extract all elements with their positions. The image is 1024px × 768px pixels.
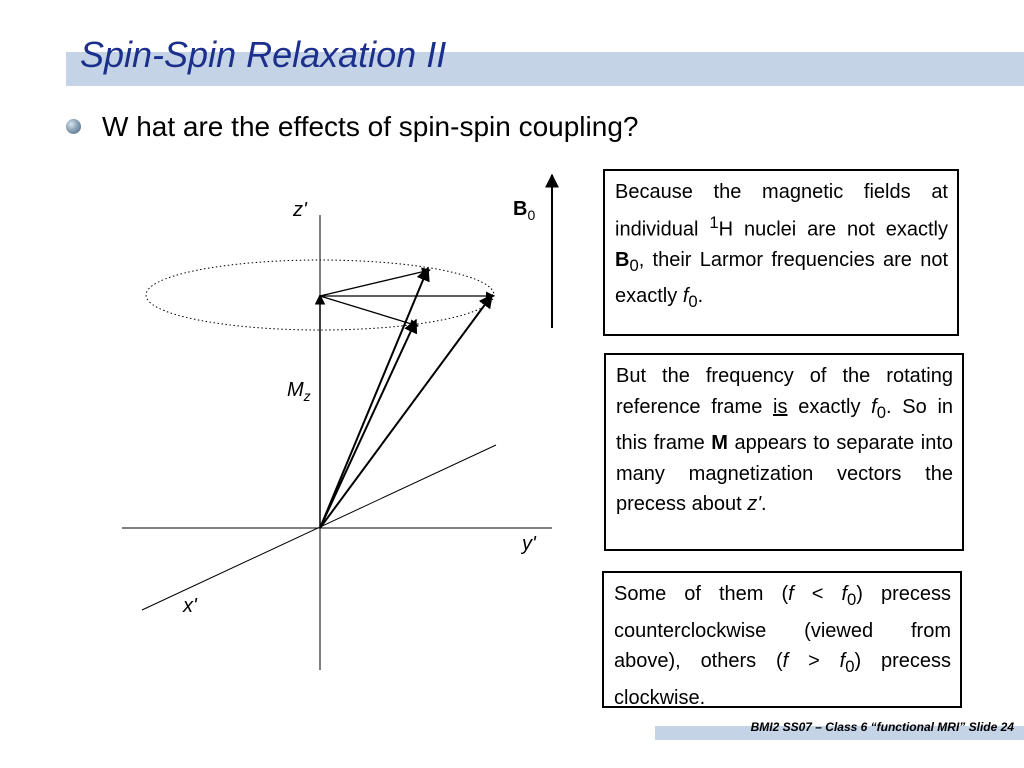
info-box-larmor: Because the magnetic fields at individua… bbox=[603, 169, 959, 336]
magnetization-vector bbox=[319, 266, 430, 529]
x-axis bbox=[141, 444, 497, 611]
slide-title: Spin-Spin Relaxation II bbox=[80, 34, 447, 75]
slide-footer: BMI2 SS07 – Class 6 “functional MRI” Sli… bbox=[750, 720, 1014, 734]
title-bar bbox=[66, 52, 1024, 86]
magnetization-vector bbox=[319, 293, 493, 529]
magnetization-vector bbox=[319, 318, 418, 529]
transverse-vector bbox=[319, 295, 419, 328]
mz-label: Mz bbox=[287, 379, 311, 404]
info-box-rotating-frame: But the frequency of the rotating refere… bbox=[604, 353, 964, 551]
transverse-vector bbox=[319, 267, 431, 297]
info-box-precession-direction: Some of them (f < f0) precess counterclo… bbox=[602, 571, 962, 709]
z-axis-label: z' bbox=[292, 199, 308, 221]
x-axis-label: x' bbox=[182, 595, 198, 617]
bullet-icon bbox=[66, 119, 81, 134]
y-axis-label: y' bbox=[520, 533, 537, 555]
footer-bar bbox=[655, 726, 1024, 740]
bullet-text: W hat are the effects of spin-spin coupl… bbox=[102, 111, 639, 142]
b0-label: B0 bbox=[513, 198, 535, 223]
